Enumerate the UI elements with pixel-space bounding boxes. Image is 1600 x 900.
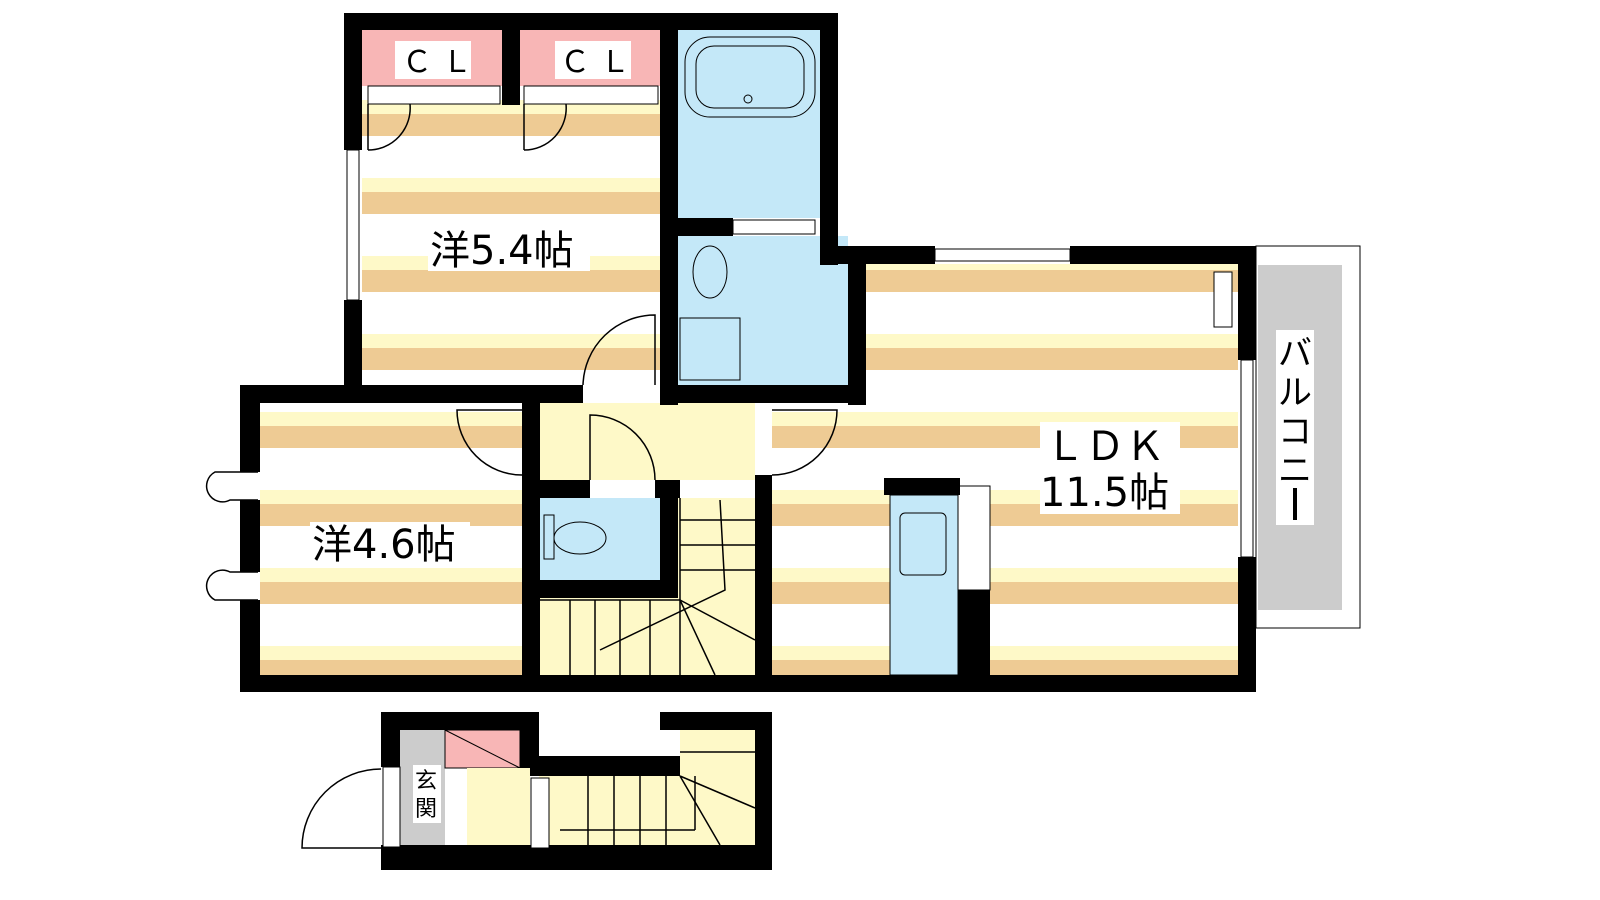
hallway [540,403,755,480]
door-swings [205,103,838,849]
ldk-size-label: 11.5帖 [1040,470,1169,516]
entrance-label-1: 玄 [415,769,437,794]
stairs-lines [540,498,756,676]
svg-text:バ: バ [1278,334,1312,374]
toilet [540,498,660,580]
svg-text:ル: ル [1278,373,1312,413]
balcony-label: バ ル コ ニ [1278,334,1312,520]
bathroom [678,30,820,218]
washbasin-icon [692,245,728,299]
bathtub-icon [684,36,816,118]
room-western-4-6-label: 洋4.6帖 [312,522,456,568]
ldk-label: ＬＤＫ [1045,424,1165,470]
svg-text:コ: コ [1278,412,1312,452]
closet-2-label: ＣＬ [560,45,640,80]
sink-icon [899,512,947,576]
entrance-label-2: 関 [415,797,437,822]
svg-text:ニ: ニ [1278,451,1312,491]
washroom [678,236,848,385]
closet-1-label: ＣＬ [402,45,482,80]
washing-machine-icon [679,317,741,381]
room-western-5-4-label: 洋5.4帖 [430,228,574,274]
walls [240,13,1256,870]
